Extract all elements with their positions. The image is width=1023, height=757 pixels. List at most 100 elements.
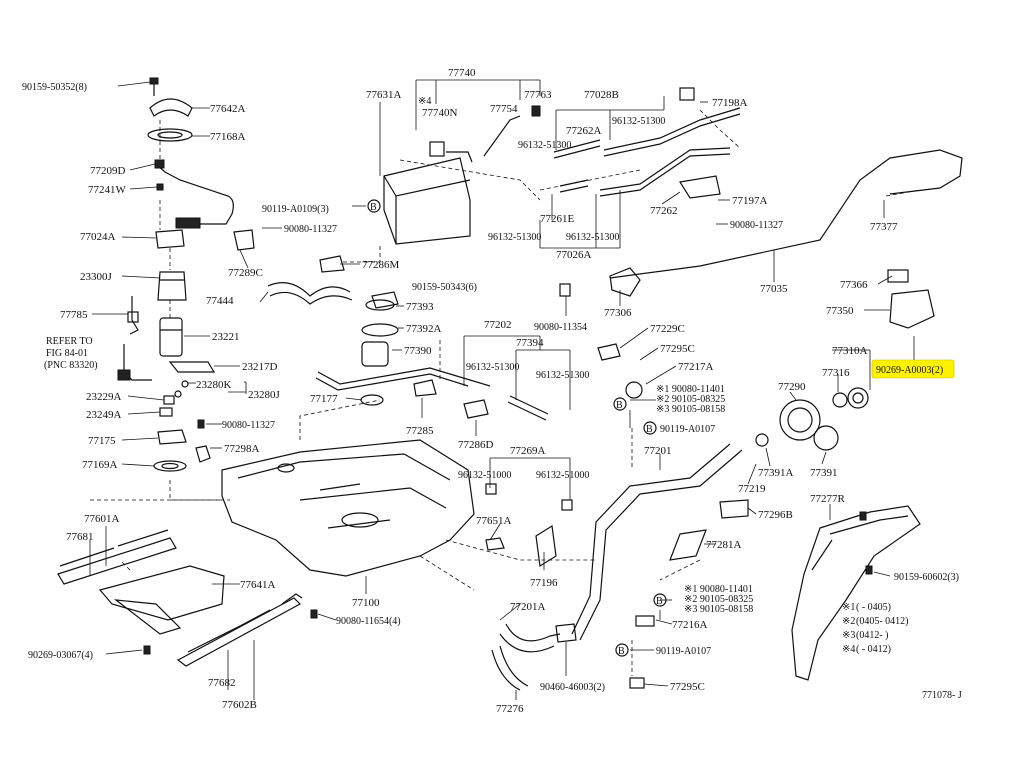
callout-77217A: 77217A bbox=[678, 361, 714, 373]
callout-77035: 77035 bbox=[760, 283, 788, 295]
callout-77216A: 77216A bbox=[672, 619, 708, 631]
callout-refer-3: (PNC 83320) bbox=[44, 360, 98, 371]
callout-77286D: 77286D bbox=[458, 439, 494, 451]
callout-77169A: 77169A bbox=[82, 459, 118, 471]
callout-77391A: 77391A bbox=[758, 467, 794, 479]
callout-x2-90105-08325-b: ※2 90105-08325 bbox=[684, 594, 753, 605]
callout-90080-11327-c: 90080-11327 bbox=[730, 220, 783, 231]
callout-77681: 77681 bbox=[66, 531, 94, 543]
callout-23280J: 23280J bbox=[248, 389, 281, 401]
callout-23217D: 23217D bbox=[242, 361, 278, 373]
callout-77366: 77366 bbox=[840, 279, 868, 291]
fuel-lines-illustration bbox=[267, 107, 963, 691]
callout-90080-11354: 90080-11354 bbox=[534, 322, 587, 333]
callout-96132-51000-b: 96132-51000 bbox=[536, 470, 589, 481]
callout-77289C: 77289C bbox=[228, 267, 263, 279]
callout-77444: 77444 bbox=[206, 295, 234, 307]
callout-96132-51300-b: 96132-51300 bbox=[536, 370, 589, 381]
callout-77682: 77682 bbox=[208, 677, 236, 689]
callout-refer-2: FIG 84-01 bbox=[46, 348, 88, 359]
callout-77026A: 77026A bbox=[556, 249, 592, 261]
callout-77262A: 77262A bbox=[566, 125, 602, 137]
callout-77229C: 77229C bbox=[650, 323, 685, 335]
fuel-pump-assembly-illustration bbox=[117, 77, 234, 472]
callout-x3-90105-08158-a: ※3 90105-08158 bbox=[656, 404, 725, 415]
circle-b-label: B bbox=[618, 646, 625, 657]
callout-77642A: 77642A bbox=[210, 103, 246, 115]
legend-mark-4: ※4 bbox=[842, 644, 855, 655]
callout-77763: 77763 bbox=[524, 89, 552, 101]
callout-90269-A0003: 90269-A0003(2) bbox=[876, 365, 943, 376]
charcoal-canister-illustration bbox=[383, 105, 541, 245]
callout-23221: 23221 bbox=[212, 331, 240, 343]
circle-b-label: B bbox=[616, 400, 623, 411]
part-callouts: 90159-50352(8) 77642A 77168A 77209D 7724… bbox=[22, 67, 962, 715]
callout-x4: ※4 bbox=[418, 96, 431, 107]
callout-x1-90080-11401-a: ※1 90080-11401 bbox=[656, 384, 725, 395]
clamps-and-brackets-illustration bbox=[233, 87, 749, 689]
diagram-reference-code: 771078- J bbox=[922, 690, 962, 701]
callout-77285: 77285 bbox=[406, 425, 434, 437]
callout-77316: 77316 bbox=[822, 367, 850, 379]
callout-77393: 77393 bbox=[406, 301, 434, 313]
callout-23280K: 23280K bbox=[196, 379, 232, 391]
fuel-filler-door-illustration bbox=[755, 269, 935, 681]
callout-77295C-a: 77295C bbox=[660, 343, 695, 355]
callout-77209D: 77209D bbox=[90, 165, 126, 177]
callout-77298A: 77298A bbox=[224, 443, 260, 455]
callout-77295C-b: 77295C bbox=[670, 681, 705, 693]
callout-77394: 77394 bbox=[516, 337, 544, 349]
callout-77168A: 77168A bbox=[210, 131, 246, 143]
callout-90119-A0107-a: 90119-A0107 bbox=[660, 424, 715, 435]
callout-77602B: 77602B bbox=[222, 699, 257, 711]
callout-77269A: 77269A bbox=[510, 445, 546, 457]
callout-90080-11327-b: 90080-11327 bbox=[284, 224, 337, 235]
legend-mark-1: ※1 bbox=[842, 602, 855, 613]
callout-77261E: 77261E bbox=[540, 213, 575, 225]
callout-77175: 77175 bbox=[88, 435, 116, 447]
callout-90159-50343: 90159-50343(6) bbox=[412, 282, 477, 293]
callout-77197A: 77197A bbox=[732, 195, 768, 207]
callout-23249A: 23249A bbox=[86, 409, 122, 421]
callout-77281A: 77281A bbox=[706, 539, 742, 551]
callout-77631A: 77631A bbox=[366, 89, 402, 101]
callout-77391: 77391 bbox=[810, 467, 838, 479]
callout-90080-11327-a: 90080-11327 bbox=[222, 420, 275, 431]
callout-77201: 77201 bbox=[644, 445, 672, 457]
legend-range-3: (0412- ) bbox=[856, 630, 889, 641]
legend-range-2: (0405- 0412) bbox=[856, 616, 909, 627]
callout-77276: 77276 bbox=[496, 703, 524, 715]
callout-90269-03067: 90269-03067(4) bbox=[28, 650, 93, 661]
callout-77241W: 77241W bbox=[88, 184, 127, 196]
callout-90119-A0109: 90119-A0109(3) bbox=[262, 204, 329, 215]
callout-96132-51000-a: 96132-51000 bbox=[458, 470, 511, 481]
callout-23300J: 23300J bbox=[80, 271, 113, 283]
legend-mark-2: ※2 bbox=[842, 616, 855, 627]
callout-23229A: 23229A bbox=[86, 391, 122, 403]
callout-96132-51300-f: 96132-51300 bbox=[566, 232, 619, 243]
callout-77028B: 77028B bbox=[584, 89, 619, 101]
callout-90159-60602: 90159-60602(3) bbox=[894, 572, 959, 583]
callout-77390: 77390 bbox=[404, 345, 432, 357]
callout-90159-50352: 90159-50352(8) bbox=[22, 82, 87, 93]
circle-b-label: B bbox=[646, 424, 653, 435]
callout-77392A: 77392A bbox=[406, 323, 442, 335]
dashed-connection-lines bbox=[90, 109, 921, 676]
callout-77219: 77219 bbox=[738, 483, 766, 495]
date-range-legend: ※1 ( - 0405) ※2 (0405- 0412) ※3 (0412- )… bbox=[842, 602, 909, 655]
callout-refer-1: REFER TO bbox=[46, 336, 93, 347]
callout-77306: 77306 bbox=[604, 307, 632, 319]
callout-x1-90080-11401-b: ※1 90080-11401 bbox=[684, 584, 753, 595]
circle-b-markers: B B B B B bbox=[367, 199, 667, 657]
callout-77201A: 77201A bbox=[510, 601, 546, 613]
callout-96132-51300-d: 96132-51300 bbox=[518, 140, 571, 151]
tank-protectors-illustration bbox=[57, 529, 318, 667]
callout-x2-90105-08325-a: ※2 90105-08325 bbox=[656, 394, 725, 405]
legend-range-1: ( - 0405) bbox=[856, 602, 891, 613]
circle-b-label: B bbox=[656, 596, 663, 607]
leader-lines bbox=[89, 79, 915, 700]
callout-77262: 77262 bbox=[650, 205, 678, 217]
callout-77198A: 77198A bbox=[712, 97, 748, 109]
callout-x3-90105-08158-b: ※3 90105-08158 bbox=[684, 604, 753, 615]
